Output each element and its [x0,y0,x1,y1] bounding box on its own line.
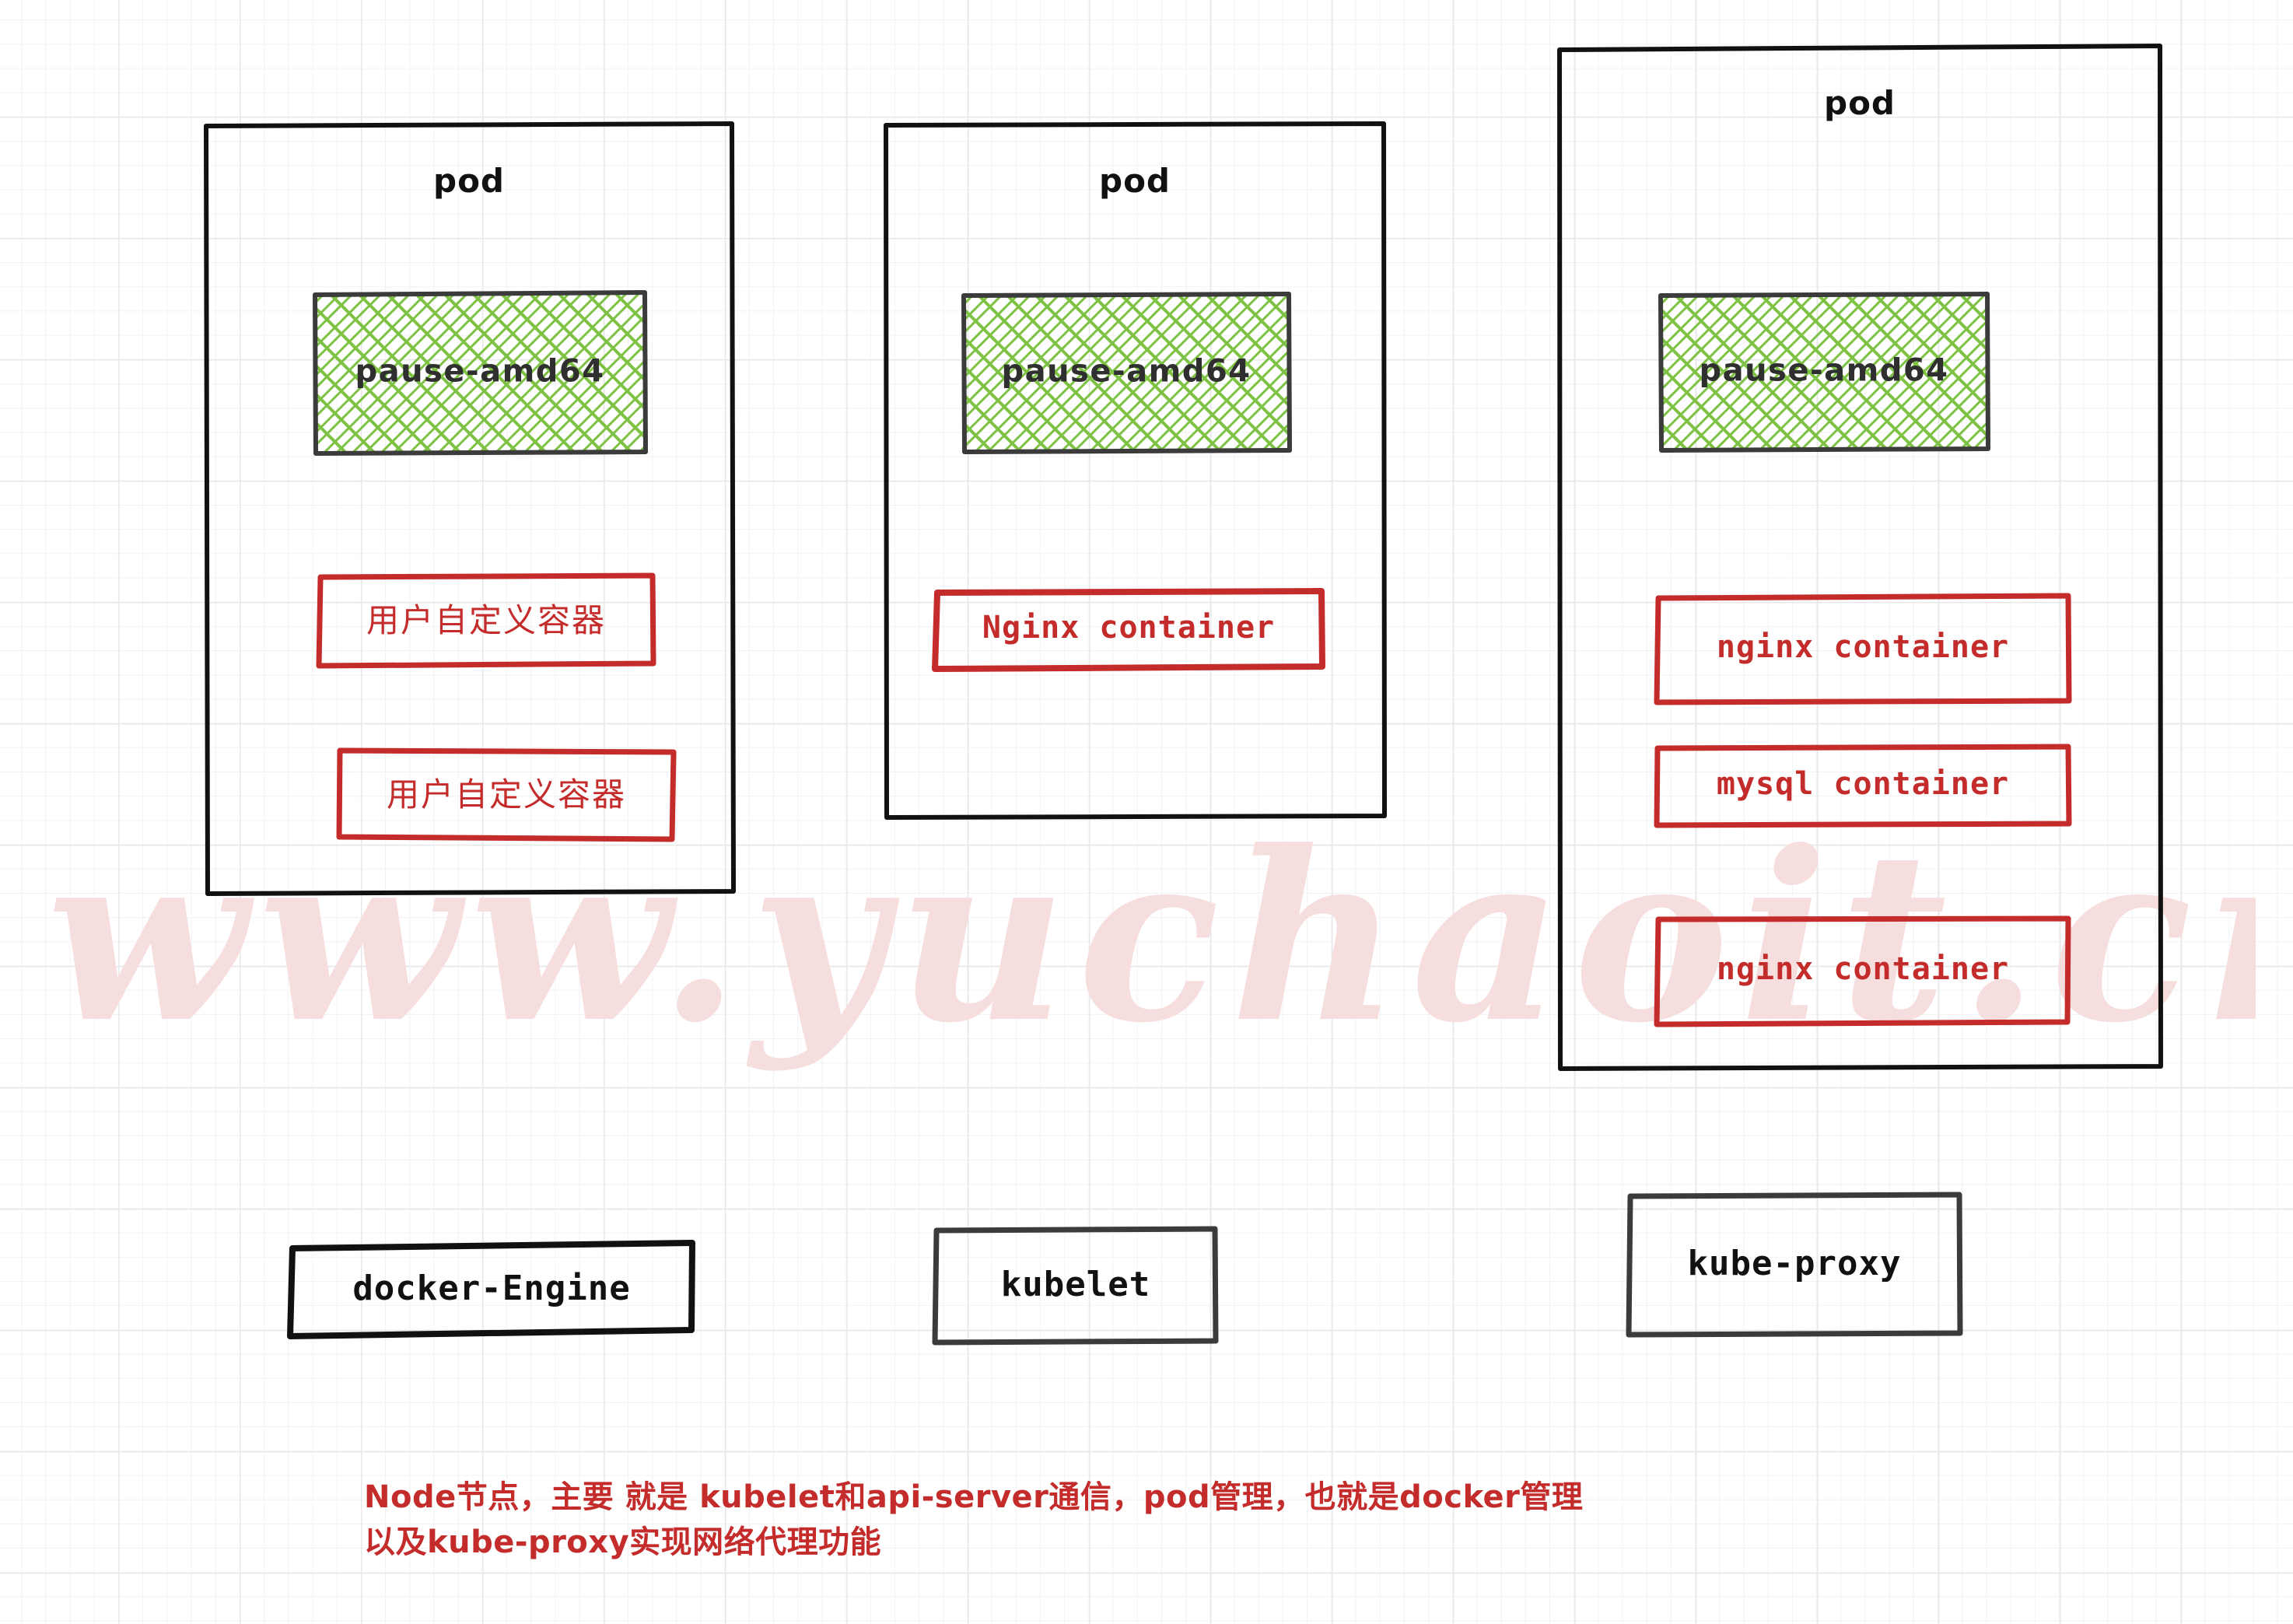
pod-2-container-1-label: Nginx container [982,610,1276,646]
pod-2-pause-label: pause-amd64 [1001,353,1252,390]
pod-3-pause-label: pause-amd64 [1699,352,1949,389]
pod-3-frame: pod [1557,44,2163,1072]
kubelet-label: kubelet [1000,1264,1151,1304]
pod-2-outline [884,121,1387,820]
pod-3-container-2-outline [1654,744,2072,828]
docker-engine-outline [287,1240,695,1339]
caption-line-1: Node节点，主要 就是 kubelet和api-server通信，pod管理，… [364,1479,1584,1515]
pod-3-container-3-label: nginx container [1716,951,2010,988]
pod-1-pause-label: pause-amd64 [355,353,605,390]
pod-2-pause-outline [961,292,1292,454]
pod-2-pause-hatch-fill [963,294,1290,453]
kube-proxy-label: kube-proxy [1687,1243,1902,1283]
pod-3-container-2: mysql container [1654,744,2072,828]
pod-3-outline [1557,44,2163,1071]
pod-3-container-1-label: nginx container [1716,629,2010,666]
pod-2-title: pod [1099,162,1171,200]
kubelet-box: kubelet [932,1226,1219,1346]
pod-2-pause-container: pause-amd64 [961,292,1292,454]
pod-3-pause-outline [1658,292,1990,453]
pod-1-container-2: 用户自定义容器 [336,747,677,842]
pod-1-container-2-outline [336,747,677,842]
pod-1-container-1: 用户自定义容器 [316,572,656,669]
kube-proxy-outline [1626,1192,1963,1338]
diagram-caption: Node节点，主要 就是 kubelet和api-server通信，pod管理，… [364,1475,1583,1565]
kube-proxy-box: kube-proxy [1626,1192,1963,1338]
pod-3-pause-hatch-fill [1660,294,1988,451]
pod-1-title: pod [433,162,505,200]
pod-1-container-1-outline [316,572,656,669]
pod-3-container-3: nginx container [1654,915,2071,1027]
docker-engine-box: docker-Engine [287,1240,695,1339]
pod-1-pause-container: pause-amd64 [313,290,648,456]
pod-1-frame: pod [204,121,736,896]
kubelet-outline [932,1226,1219,1346]
pod-1-container-2-label: 用户自定义容器 [386,775,626,814]
pod-2-container-1: Nginx container [932,588,1325,672]
pod-1-container-1-label: 用户自定义容器 [366,600,606,639]
pod-3-pause-container: pause-amd64 [1658,292,1990,453]
pod-1-pause-hatch-fill [314,292,646,454]
pod-1-pause-outline [313,290,648,456]
pod-3-title: pod [1824,84,1896,122]
pod-2-frame: pod [884,121,1387,820]
pod-3-container-1-outline [1654,593,2072,705]
pod-3-container-3-outline [1654,915,2071,1027]
docker-engine-label: docker-Engine [352,1268,631,1308]
pod-3-container-1: nginx container [1654,593,2072,705]
pod-1-outline [204,121,736,896]
caption-line-2: 以及kube-proxy实现网络代理功能 [364,1524,882,1560]
pod-2-container-1-outline [932,588,1325,672]
pod-3-container-2-label: mysql container [1716,766,2010,803]
